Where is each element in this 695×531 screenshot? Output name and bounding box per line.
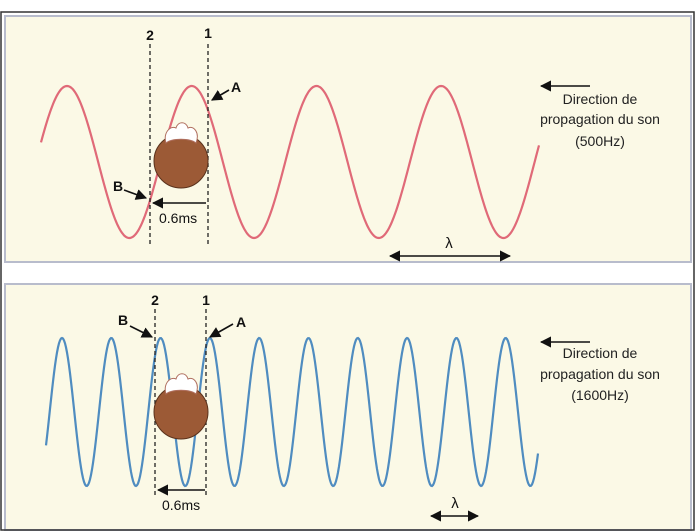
top-point-a-arrow: [211, 89, 230, 101]
top-wavelength-label: λ: [445, 235, 453, 252]
bottom-panel: 2 1 A B 0.6ms λ Direction de propagation…: [4, 283, 692, 531]
top-panel-background: [4, 15, 692, 263]
bottom-line-2-label: 2: [151, 292, 159, 308]
top-direction-line-1: Direction de: [563, 91, 638, 107]
top-point-b-arrow: [123, 189, 148, 200]
top-sine-wave: [39, 84, 541, 240]
top-delay-label: 0.6ms: [159, 210, 197, 226]
top-line-1-label: 1: [204, 25, 212, 41]
bottom-delay-label: 0.6ms: [162, 497, 200, 513]
bottom-point-b-arrow: [129, 325, 154, 338]
figure-frame: [0, 11, 695, 531]
bottom-panel-background: [4, 283, 692, 531]
bottom-wavelength-label: λ: [451, 495, 459, 512]
bottom-direction-line-2: propagation du son: [540, 366, 660, 382]
top-frequency-label: (500Hz): [575, 133, 625, 149]
bottom-point-a-arrow: [209, 323, 234, 338]
bottom-direction-line-1: Direction de: [563, 345, 638, 361]
top-point-a-label: A: [231, 79, 241, 95]
bottom-sine-wave: [44, 336, 540, 488]
top-line-2-label: 2: [146, 27, 154, 43]
bottom-point-a-label: A: [236, 314, 246, 330]
bottom-point-b-label: B: [118, 312, 128, 328]
bottom-listener-head-icon: [153, 373, 209, 440]
bottom-frequency-label: (1600Hz): [571, 387, 629, 403]
top-listener-head-icon: [153, 122, 209, 189]
top-panel: 2 1 A B 0.6ms λ Direction de propagation…: [4, 15, 692, 263]
top-point-b-label: B: [113, 178, 123, 194]
top-direction-line-2: propagation du son: [540, 111, 660, 127]
top-head-skull: [153, 133, 209, 189]
bottom-head-ear-tuft: [164, 373, 198, 395]
bottom-head-skull: [153, 384, 209, 440]
top-head-ear-tuft: [164, 122, 198, 144]
bottom-line-1-label: 1: [202, 292, 210, 308]
